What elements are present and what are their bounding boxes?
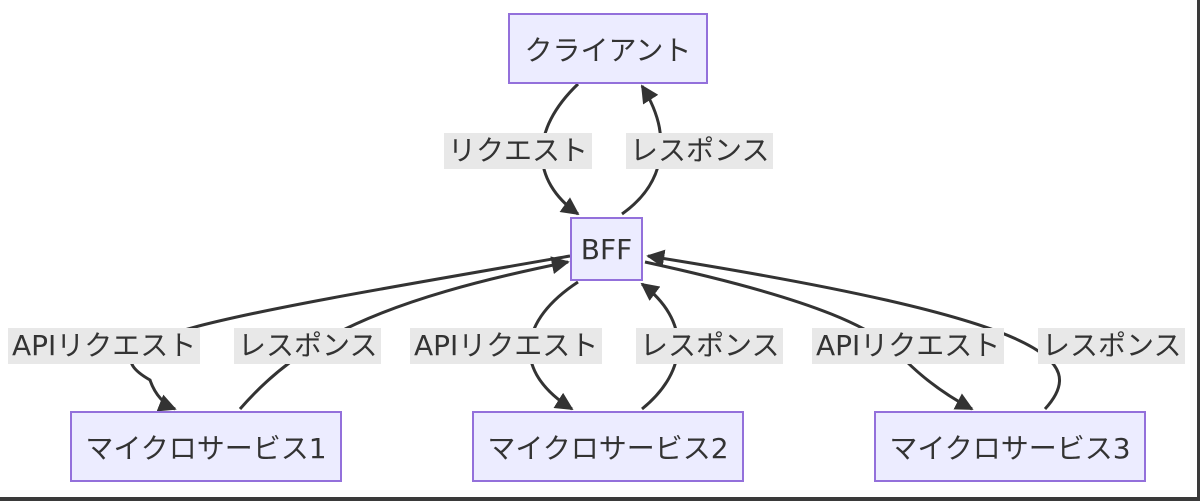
edge-label-bff-to-ms2: APIリクエスト: [410, 328, 603, 364]
node-bff-label: BFF: [580, 232, 633, 266]
node-microservice-2-label: マイクロサービス2: [487, 431, 729, 465]
node-microservice-3[interactable]: マイクロサービス3: [874, 411, 1146, 482]
edge-ms3-to-bff: [646, 249, 1062, 411]
edge-label-ms3-to-bff: レスポンス: [1038, 328, 1186, 364]
edge-label-bff-to-client: レスポンス: [626, 133, 774, 169]
edge-label-bff-to-ms3: APIリクエスト: [812, 328, 1005, 364]
node-client[interactable]: クライアント: [508, 13, 708, 84]
node-microservice-3-label: マイクロサービス3: [889, 431, 1131, 465]
node-client-label: クライアント: [524, 33, 692, 67]
node-microservice-1-label: マイクロサービス1: [85, 431, 327, 465]
edge-ms1-to-bff: [238, 256, 570, 410]
edge-label-ms2-to-bff: レスポンス: [636, 328, 784, 364]
node-microservice-2[interactable]: マイクロサービス2: [472, 411, 744, 482]
edge-label-client-to-bff: リクエスト: [444, 133, 593, 169]
edge-label-ms1-to-bff: レスポンス: [234, 328, 382, 364]
node-bff[interactable]: BFF: [570, 217, 643, 281]
edge-label-bff-to-ms1: APIリクエスト: [8, 328, 201, 364]
node-microservice-1[interactable]: マイクロサービス1: [70, 411, 342, 482]
